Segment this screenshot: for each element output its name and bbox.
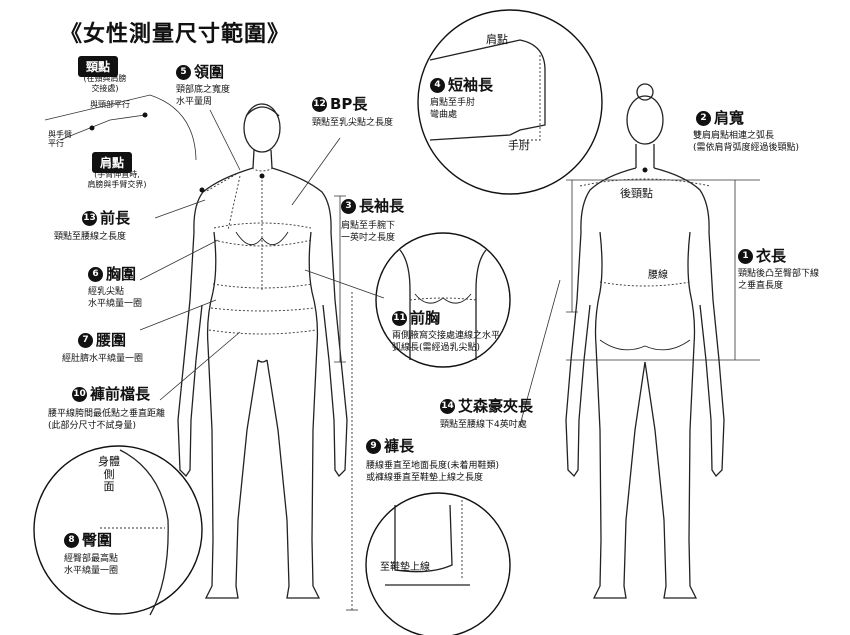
waistline-annotation: 腰線 (648, 270, 668, 281)
arm-parallel-note: 與手臂 平行 (48, 130, 72, 149)
item-1-desc: 頸點後凸至臀部下線 之垂直長度 (738, 269, 820, 292)
item-5-label: 領圍 (194, 63, 225, 81)
to-insole-annotation: 至鞋墊上線 (380, 562, 430, 573)
item-6-label: 胸圍 (106, 265, 137, 283)
number-badge-icon: 5 (176, 65, 191, 81)
item-7-desc: 經肚臍水平繞量一圈 (62, 354, 144, 364)
elbow-annotation: 手肘 (508, 139, 530, 152)
back-figure (565, 83, 760, 599)
item-12-label: BP長 (330, 95, 368, 113)
item-5-desc: 頸部底之寬度 水平量周 (176, 85, 231, 108)
shoulder-point-note: (手臂伸直時, 肩膀與手臂交界) (87, 170, 147, 189)
item-3-label: 長袖長 (359, 197, 405, 215)
item-1-label: 衣長 (756, 247, 787, 265)
item-7-label: 腰圍 (96, 331, 127, 349)
number-badge-icon: 8 (64, 533, 79, 549)
number-badge-icon: 13 (82, 211, 97, 227)
neck-detail (44, 94, 197, 161)
front-chest-circle (375, 232, 511, 368)
number-badge-icon: 9 (366, 439, 381, 455)
item-8-label: 臀圍 (82, 531, 113, 549)
number-badge-icon: 3 (341, 199, 356, 215)
number-badge-icon: 11 (392, 311, 407, 327)
leader-lines (139, 109, 561, 426)
item-3-desc: 肩點至手腕下 一英吋之長度 (341, 221, 396, 244)
body-side-annotation: 身體 側 面 (98, 455, 120, 494)
shoulder-point-label: 肩點 (92, 152, 133, 173)
item-2-desc: 雙肩肩點相連之弧長 (需依肩背弧度經過後頸點) (693, 131, 800, 154)
number-badge-icon: 12 (312, 97, 327, 113)
front-figure (177, 103, 358, 611)
item-4-label: 短袖長 (448, 76, 494, 94)
back-neck-point-annotation: 後頸點 (620, 187, 653, 200)
item-10-label: 褲前檔長 (90, 385, 151, 403)
item-13-desc: 頸點至腰線之長度 (54, 232, 127, 242)
item-10-desc: 腰平線胯間最低點之垂直距離 (此部分尺寸不試身量) (48, 409, 166, 432)
item-4-desc: 肩點至手肘 彎曲處 (430, 98, 476, 121)
item-12-desc: 頸點至乳尖點之長度 (312, 118, 394, 128)
neck-point-note: (在頸與肩膀 交接處) (83, 74, 127, 93)
number-badge-icon: 6 (88, 267, 103, 283)
item-9-label: 褲長 (384, 437, 415, 455)
item-11-label: 前胸 (410, 309, 441, 327)
item-2-label: 肩寬 (714, 109, 745, 127)
item-6-desc: 經乳尖點 水平繞量一圈 (88, 287, 143, 310)
number-badge-icon: 4 (430, 78, 445, 94)
shoulder-point-annotation: 肩點 (486, 33, 508, 46)
page-title: 《女性測量尺寸範圍》 (60, 22, 291, 47)
number-badge-icon: 10 (72, 387, 87, 403)
number-badge-icon: 7 (78, 333, 93, 349)
pant-length-circle (365, 492, 511, 635)
item-14-label: 艾森豪夾長 (458, 397, 534, 415)
item-13-label: 前長 (100, 209, 131, 227)
number-badge-icon: 1 (738, 249, 753, 265)
item-14-desc: 頸點至腰線下4英吋處 (440, 420, 527, 430)
hip-circle (33, 445, 203, 616)
item-8-desc: 經臀部最高點 水平繞量一圈 (64, 554, 119, 577)
neck-parallel-note: 與頸部平行 (90, 100, 130, 109)
shoulder-detail-circle (417, 9, 603, 195)
item-9-desc: 腰線垂直至地面長度(未着用鞋類) 或褲線垂直至鞋墊上線之長度 (366, 461, 500, 484)
number-badge-icon: 2 (696, 111, 711, 127)
neck-point-label: 頸點 (78, 56, 119, 77)
item-11-desc: 兩側腋窩交接處連線之水平 弧線長(需經過乳尖點) (392, 331, 501, 354)
number-badge-icon: 14 (440, 399, 455, 415)
